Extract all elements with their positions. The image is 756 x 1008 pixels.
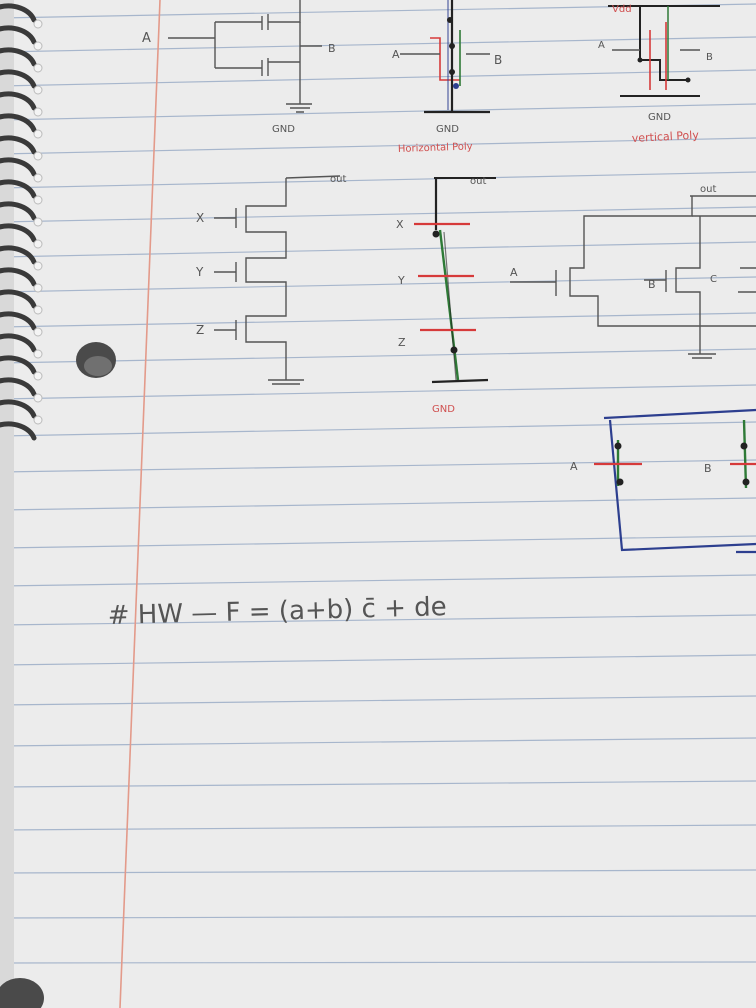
horiz-caption: Horizontal Poly: [398, 141, 473, 155]
vert-label-vdd: Vdd: [612, 4, 632, 15]
right-label-b: B: [648, 278, 656, 291]
lower-stick-diagram: [594, 408, 756, 554]
series-nmos-schematic: [214, 175, 341, 385]
hw-equation: # HW — F = (a+b) c̄ + de: [107, 592, 447, 631]
series-label-y: Y: [195, 265, 204, 279]
stick-label-y: Y: [397, 274, 405, 287]
spiral-binding: [0, 0, 43, 1008]
nand-label-gnd: GND: [272, 124, 295, 135]
vert-label-a: A: [598, 40, 605, 51]
horiz-label-b: B: [494, 53, 502, 67]
series-parallel-schematic: [510, 195, 756, 359]
vert-label-gnd: GND: [648, 112, 671, 123]
horiz-label-a: A: [392, 48, 400, 61]
stick-label-z: Z: [398, 336, 406, 349]
right-label-out: out: [700, 184, 716, 195]
horiz-label-gnd: GND: [436, 124, 459, 135]
margin-line: [119, 0, 161, 1008]
stick-label-gnd: GND: [432, 404, 455, 415]
ruled-lines: [0, 3, 756, 964]
series-label-x: X: [196, 211, 204, 225]
nand-schematic: [168, 0, 322, 113]
lower-label-b: B: [704, 462, 712, 475]
horizontal-poly-stick: [400, 0, 490, 114]
punch-hole-bottom: [0, 978, 44, 1008]
right-label-a: A: [510, 266, 518, 279]
nand-label-b: B: [328, 42, 336, 55]
vert-caption: vertical Poly: [631, 128, 699, 145]
stick-label-out: out: [470, 176, 486, 187]
series-label-out: out: [330, 174, 346, 185]
right-label-c: C: [710, 274, 717, 285]
stick-label-x: X: [396, 218, 404, 231]
vert-label-b: B: [706, 52, 713, 63]
nand-label-a: A: [142, 31, 151, 46]
lower-label-a: A: [570, 460, 578, 473]
series-stick-diagram: [414, 177, 496, 384]
series-label-z: Z: [196, 323, 204, 337]
vertical-poly-stick: [608, 5, 720, 97]
